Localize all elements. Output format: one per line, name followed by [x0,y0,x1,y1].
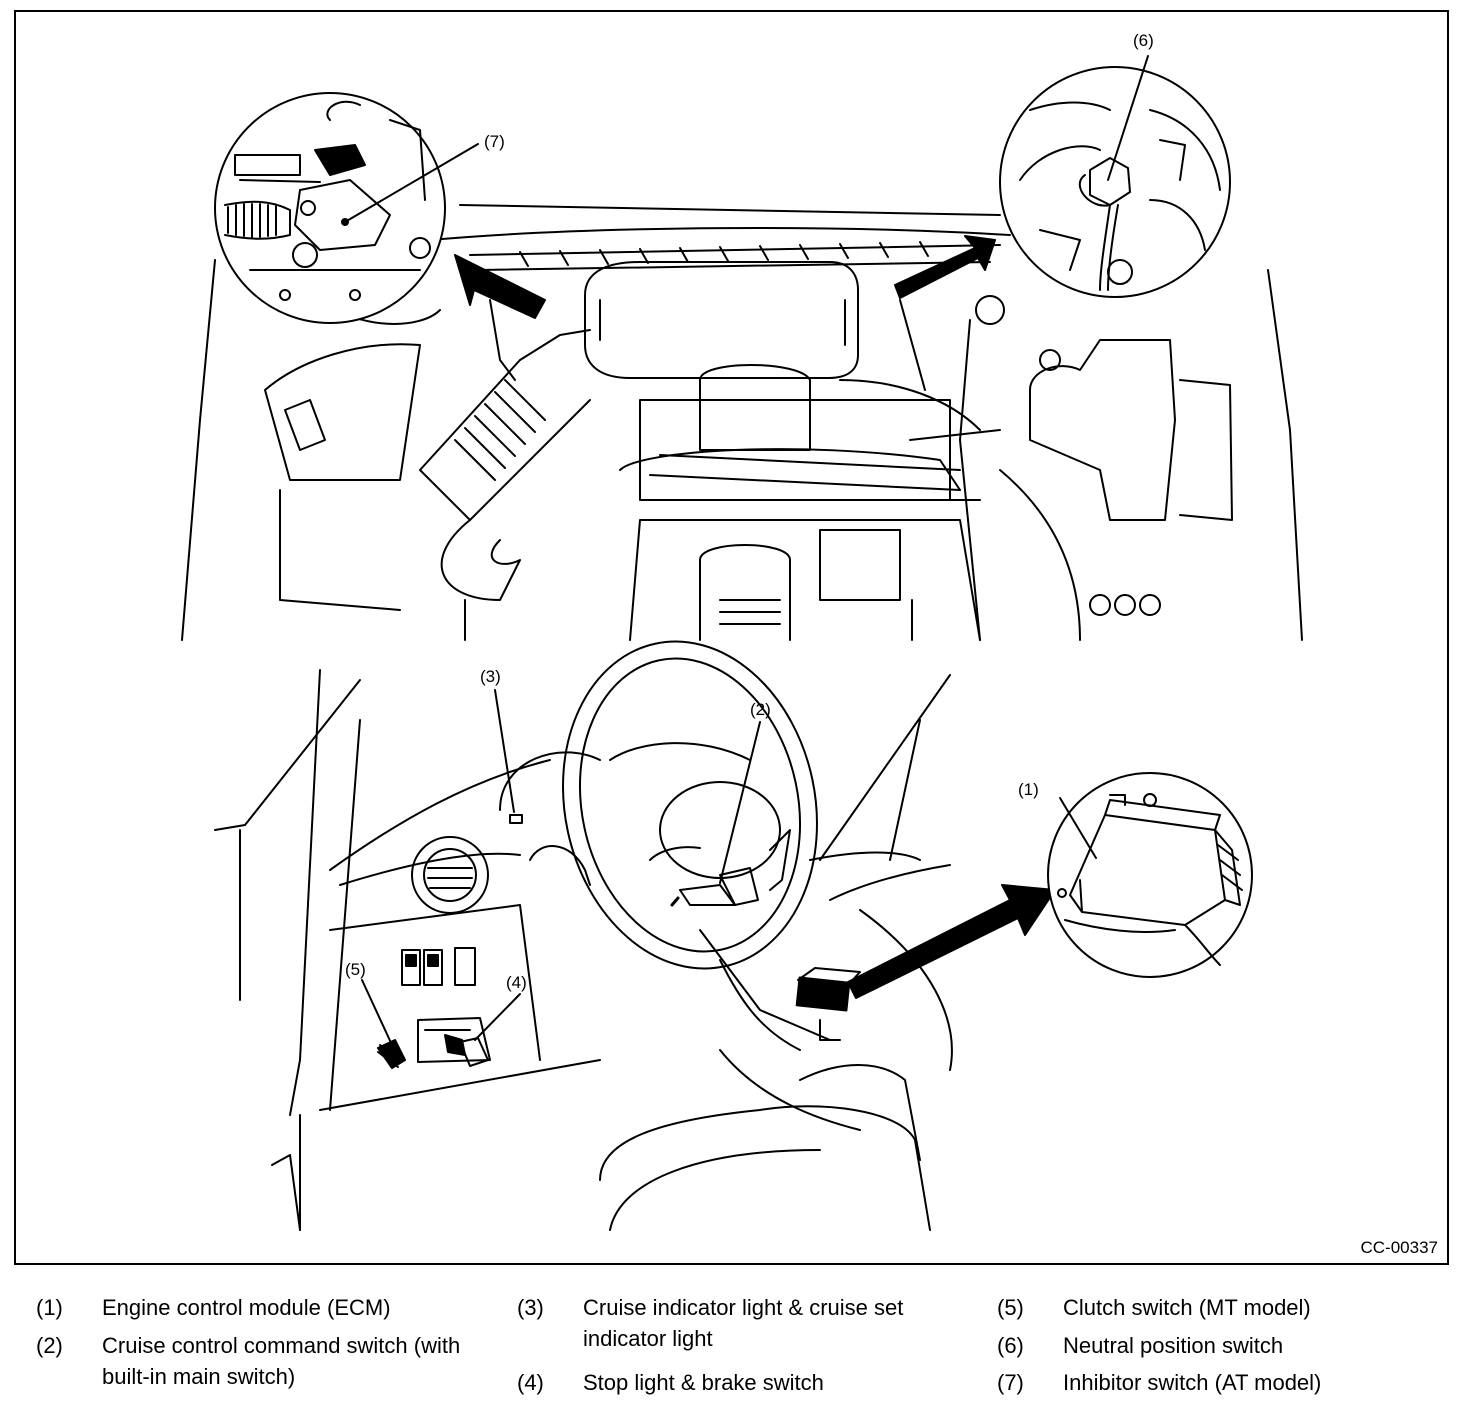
legend-number: (2) [36,1333,63,1358]
diagram-artwork: (7) (6) (3) (2) (1) (5) (4) [181,31,1303,1231]
legend-number: (6) [997,1333,1024,1358]
engine-bay-illustration [181,204,1303,641]
legend-number: (1) [36,1295,63,1320]
legend: (1) Engine control module (ECM) (2) Crui… [0,1292,1472,1412]
legend-number: (4) [517,1370,544,1395]
callout-7: (7) [484,132,505,151]
callout-5: (5) [345,960,366,979]
legend-text: Neutral position switch [1063,1333,1284,1358]
leader-line-3 [494,689,515,813]
callout-1: (1) [1018,780,1039,799]
legend-text: Clutch switch (MT model) [1063,1295,1311,1320]
leader-line-5 [361,979,393,1046]
legend-number: (7) [997,1370,1024,1395]
callout-3: (3) [480,667,501,686]
callout-4: (4) [506,973,527,992]
figure-id: CC-00337 [1360,1238,1439,1257]
legend-number: (3) [517,1295,544,1320]
legend-number: (5) [997,1295,1024,1320]
cabin-illustration [214,640,953,1231]
legend-text: Cruise indicator light & cruise set indi… [583,1295,904,1351]
legend-text: Engine control module (ECM) [102,1295,391,1320]
ecm-inset [1047,772,1253,978]
arrow-to-ecm-inset [847,884,1056,999]
leader-line-4 [474,993,521,1041]
legend-text: Inhibitor switch (AT model) [1063,1370,1322,1395]
arrow-to-inhibitor-inset [454,254,546,319]
arrow-to-neutral-inset [894,235,996,299]
neutral-position-switch-inset [999,55,1231,298]
legend-text: Cruise control command switch (with buil… [102,1333,461,1389]
callout-6: (6) [1133,31,1154,50]
leader-line-2 [719,721,761,884]
inhibitor-switch-inset [214,92,479,324]
legend-text: Stop light & brake switch [583,1370,824,1395]
callout-2: (2) [750,700,771,719]
